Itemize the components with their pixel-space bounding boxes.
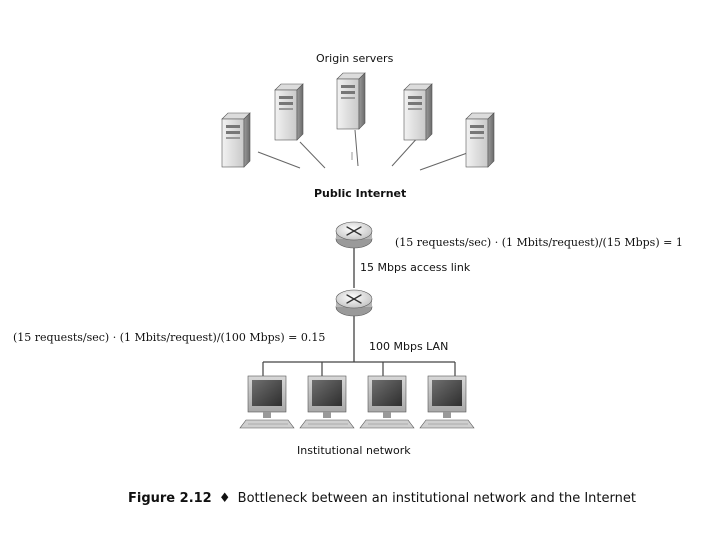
institutional-network-label: Institutional network: [297, 444, 411, 457]
desktop-computer-icon: [239, 375, 295, 429]
origin-servers-label: Origin servers: [316, 52, 394, 65]
lan-label: 100 Mbps LAN: [369, 340, 449, 353]
server-tower-icon: [274, 83, 304, 141]
server-tower-icon: [221, 112, 251, 168]
caption-separator: ♦: [218, 491, 231, 506]
desktop-computer-icon: [299, 375, 355, 429]
figure-number: Figure 2.12: [128, 491, 212, 506]
desktop-computer-icon: [359, 375, 415, 429]
lan-bus: [262, 361, 456, 376]
figure-caption: Figure 2.12 ♦ Bottleneck between an inst…: [128, 491, 636, 506]
access-link-label: 15 Mbps access link: [360, 261, 471, 274]
server-tower-icon: [403, 83, 433, 141]
server-tower-icon: [465, 112, 495, 168]
router-icon: [335, 221, 373, 249]
router-icon: [335, 289, 373, 317]
public-internet-label: Public Internet: [314, 187, 407, 200]
desktop-computer-icon: [419, 375, 475, 429]
server-tower-icon: [336, 72, 366, 130]
lan-utilization-equation: (15 requests/sec) · (1 Mbits/request)/(1…: [13, 331, 326, 344]
access-link-utilization-equation: (15 requests/sec) · (1 Mbits/request)/(1…: [395, 236, 683, 249]
caption-text: Bottleneck between an institutional netw…: [237, 491, 636, 506]
